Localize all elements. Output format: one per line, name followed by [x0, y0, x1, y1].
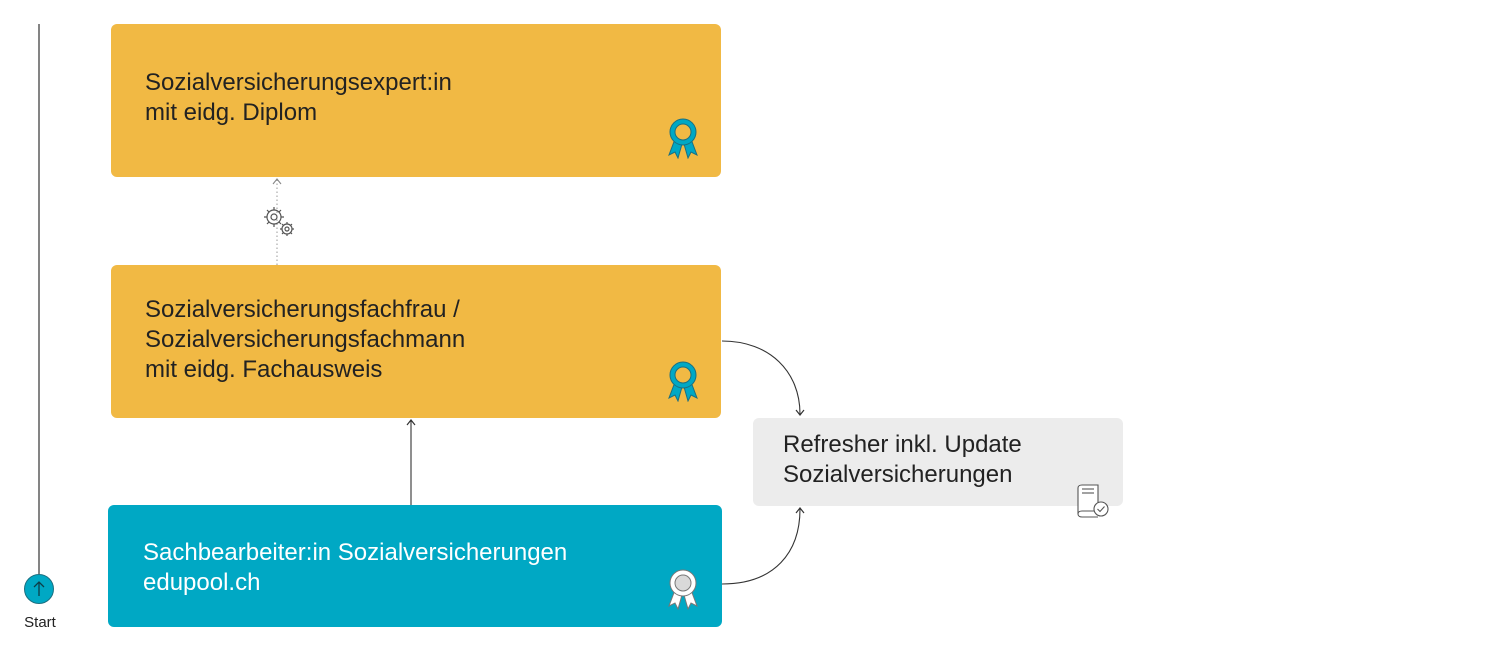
book-check-icon — [1077, 484, 1109, 518]
award-ribbon-icon — [668, 361, 698, 402]
start-marker — [24, 574, 54, 604]
node-fach-line-3: mit eidg. Fachausweis — [145, 356, 383, 383]
node-fach-line-1: Sozialversicherungsfachfrau / — [145, 296, 460, 323]
node-expert-line-2: mit eidg. Diplom — [145, 99, 318, 126]
award-ribbon-icon — [668, 118, 698, 159]
node-refresher: Refresher inkl. Update Sozialversicherun… — [753, 418, 1123, 506]
node-refresher-line-1: Refresher inkl. Update — [783, 431, 1022, 458]
node-sach-line-2: edupool.ch — [143, 569, 261, 596]
arrow-fach-to-refresher — [721, 340, 805, 416]
arrow-sach-to-refresher — [721, 507, 805, 585]
node-sach-line-1: Sachbearbeiter:in Sozialversicherungen — [143, 539, 568, 566]
node-fach-line-2: Sozialversicherungsfachmann — [145, 326, 466, 353]
gears-icon — [264, 207, 294, 236]
node-fachausweis: Sozialversicherungsfachfrau / Sozialvers… — [111, 265, 721, 418]
node-refresher-line-2: Sozialversicherungen — [783, 461, 1013, 488]
node-expert-line-1: Sozialversicherungsexpert:in — [145, 69, 452, 96]
start-label: Start — [24, 614, 56, 631]
node-expert-diploma: Sozialversicherungsexpert:in mit eidg. D… — [111, 24, 721, 177]
node-sachbearbeiter: Sachbearbeiter:in Sozialversicherungen e… — [108, 505, 722, 627]
certificate-ribbon-icon — [668, 569, 698, 610]
arrow-up-icon — [33, 581, 45, 596]
